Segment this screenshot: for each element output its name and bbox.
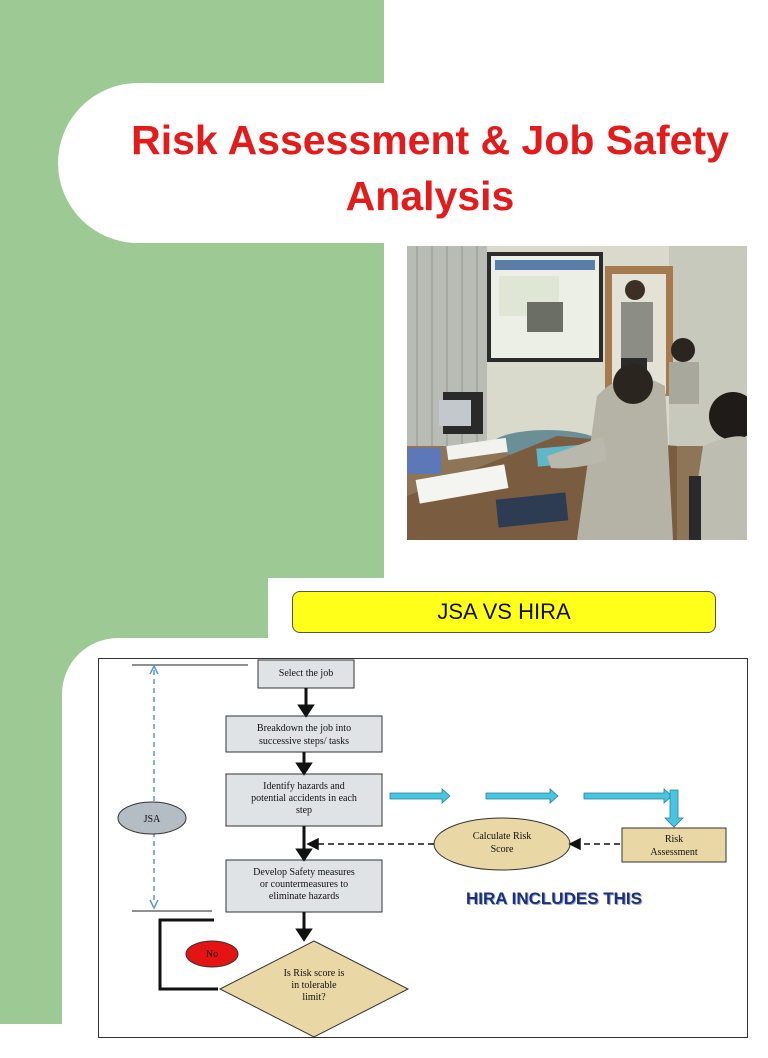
hira-cyan-arrows [389, 788, 684, 828]
jsa-ellipse: JSA [117, 801, 187, 835]
step-identify-hazards: Identify hazards and potential accidents… [225, 773, 383, 827]
no-label: No [185, 940, 239, 968]
svg-text:Assessment: Assessment [650, 847, 697, 858]
step-develop-measures: Develop Safety measures or countermeasur… [225, 859, 383, 913]
svg-text:limit?: limit? [302, 992, 326, 1003]
calculate-risk-ellipse: Calculate Risk Score [433, 817, 571, 871]
hira-includes-label: HIRA INCLUDES THIS [466, 889, 642, 908]
slide-title: Risk Assessment & Job Safety Analysis [131, 117, 729, 219]
step-select-job: Select the job [257, 659, 355, 689]
svg-text:eliminate hazards: eliminate hazards [269, 891, 339, 902]
svg-text:potential accidents in each: potential accidents in each [251, 793, 357, 804]
svg-text:JSA: JSA [144, 814, 161, 825]
svg-text:Calculate Risk: Calculate Risk [473, 831, 532, 842]
risk-assessment-box: Risk Assessment [621, 827, 727, 863]
svg-text:Is Risk score is: Is Risk score is [284, 968, 345, 979]
jsa-flowchart: JSA Select the job Breakdown the job int… [98, 658, 748, 1038]
meeting-photo [407, 246, 747, 540]
svg-text:Select the job: Select the job [279, 668, 333, 679]
svg-text:Identify hazards and: Identify hazards and [263, 781, 345, 792]
title-pill [58, 83, 768, 243]
svg-text:successive steps/ tasks: successive steps/ tasks [259, 736, 349, 747]
svg-text:No: No [206, 949, 218, 960]
decision-risk-score: Is Risk score is in tolerable limit? [218, 940, 410, 1038]
step-breakdown: Breakdown the job into successive steps/… [225, 715, 383, 753]
svg-text:in tolerable: in tolerable [291, 980, 337, 991]
svg-text:Score: Score [491, 844, 514, 855]
svg-text:step: step [296, 805, 312, 816]
svg-text:Breakdown the job into: Breakdown the job into [257, 723, 351, 734]
svg-text:Develop Safety measures: Develop Safety measures [253, 867, 355, 878]
jsa-vs-hira-banner: JSA VS HIRA [292, 591, 716, 633]
svg-text:Risk: Risk [665, 834, 683, 845]
svg-text:or countermeasures to: or countermeasures to [260, 879, 348, 890]
